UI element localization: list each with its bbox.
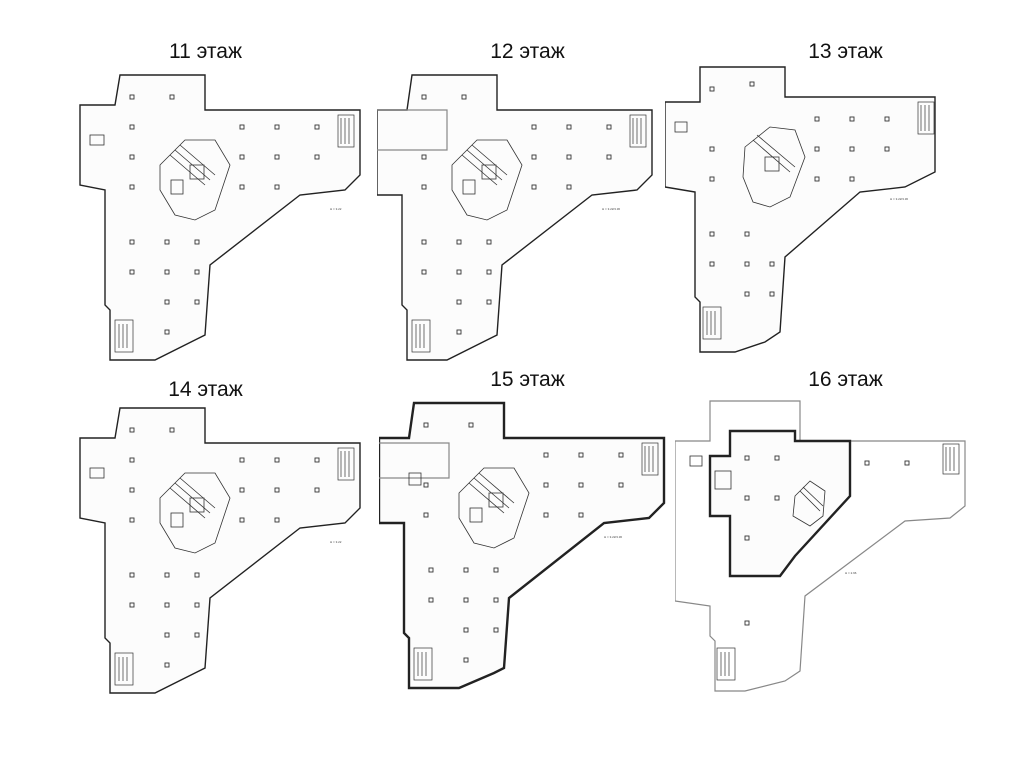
floor-plan-panel-13: 13 этаж H = 3.22/3.36 [665,0,1016,384]
floor-title: 11 этаж [169,40,242,63]
svg-text:H = 3.22/3.36: H = 3.22/3.36 [602,207,620,211]
floor-plan-drawing: H = 3.22 [79,74,361,361]
floor-plan-panel-12: 12 этаж H = 3.22/3.36 [357,0,698,384]
floor-title: 13 этаж [808,40,883,63]
svg-text:H = 3.22/3.36: H = 3.22/3.36 [890,197,908,201]
floor-plan-panel-15: 15 этаж H = 3.22/3.36 [357,368,698,752]
floor-title: 12 этаж [490,40,565,63]
stairwell-ne [337,114,355,148]
svg-text:H = 3.22/3.36: H = 3.22/3.36 [604,535,622,539]
floor-plan-drawing: H = 3.22/3.36 [665,66,936,353]
floor-plan-drawing: H = 2.96 [675,400,966,692]
floor-plan-panel-14: 14 этаж H = 3.22 [35,368,376,752]
stairwell-s [114,319,134,353]
floor-plan-drawing: H = 3.22/3.36 [377,74,653,361]
svg-text:H = 3.22: H = 3.22 [330,207,342,211]
floor-title: 15 этаж [490,368,565,391]
floor-plan-panel-16: 16 этаж H = 2.96 [675,368,1016,752]
core [159,139,231,221]
floor-title: 14 этаж [168,378,243,401]
svg-text:H = 2.96: H = 2.96 [845,571,857,575]
terrace-outline [675,400,966,692]
floor-title: 16 этаж [808,368,883,391]
floor-plan-drawing: H = 3.22 [79,407,361,694]
svg-text:H = 3.22: H = 3.22 [330,540,342,544]
floor-plan-drawing: H = 3.22/3.36 [379,401,666,690]
floor-plan-panel-11: 11 этаж H = 3.22 [35,0,376,384]
